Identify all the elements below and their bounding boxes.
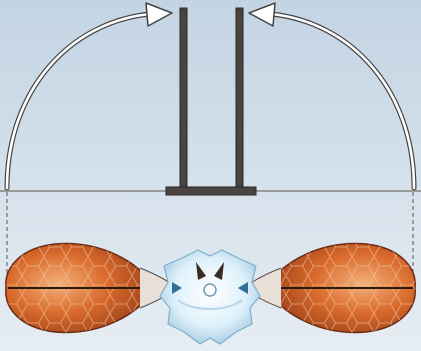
game-scene: [0, 0, 421, 351]
wing-fold-illustration: [0, 0, 421, 351]
